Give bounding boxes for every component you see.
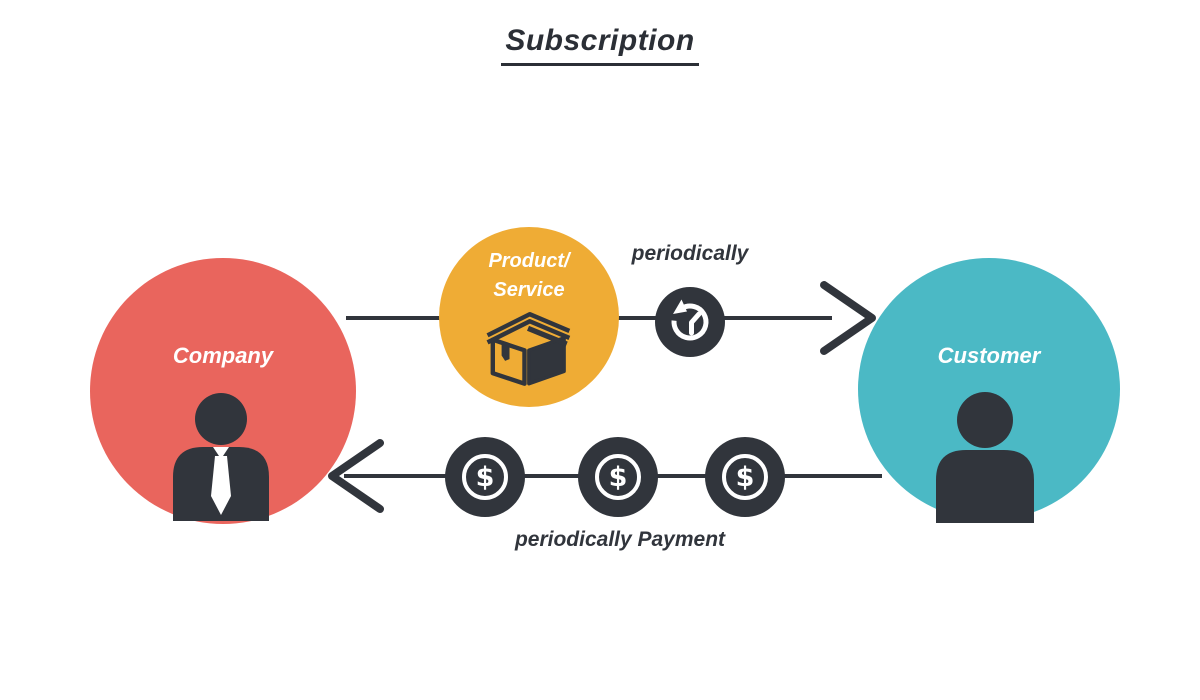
- title-wrap: Subscription: [0, 24, 1200, 66]
- product-label-line2: Service: [493, 279, 565, 301]
- delivery-frequency-label: periodically: [631, 242, 749, 265]
- dollar-coin-icon: $: [578, 437, 658, 517]
- person-icon: [936, 392, 1034, 523]
- recurring-clock-icon: [655, 287, 725, 357]
- arrowhead-right-icon: [820, 281, 876, 355]
- company-label: Company: [172, 343, 274, 368]
- page-title: Subscription: [501, 24, 699, 66]
- package-icon: [486, 312, 571, 386]
- arrowhead-left-icon: [328, 439, 384, 513]
- product-service-node: Product/ Service: [439, 227, 619, 407]
- payment-frequency-label: periodically Payment: [514, 528, 726, 551]
- dollar-symbol: $: [608, 461, 628, 493]
- coin-ring: $: [722, 454, 768, 500]
- businessman-icon: [173, 393, 269, 521]
- dollar-coin-icon: $: [705, 437, 785, 517]
- customer-node: Customer: [858, 258, 1120, 523]
- company-node: Company: [90, 258, 356, 524]
- dollar-coin-icon: $: [445, 437, 525, 517]
- product-service-label: Product/ Service: [439, 247, 619, 305]
- coin-ring: $: [462, 454, 508, 500]
- dollar-symbol: $: [735, 461, 755, 493]
- customer-label: Customer: [937, 343, 1041, 368]
- coin-ring: $: [595, 454, 641, 500]
- product-label-line1: Product/: [488, 250, 570, 272]
- dollar-symbol: $: [475, 461, 495, 493]
